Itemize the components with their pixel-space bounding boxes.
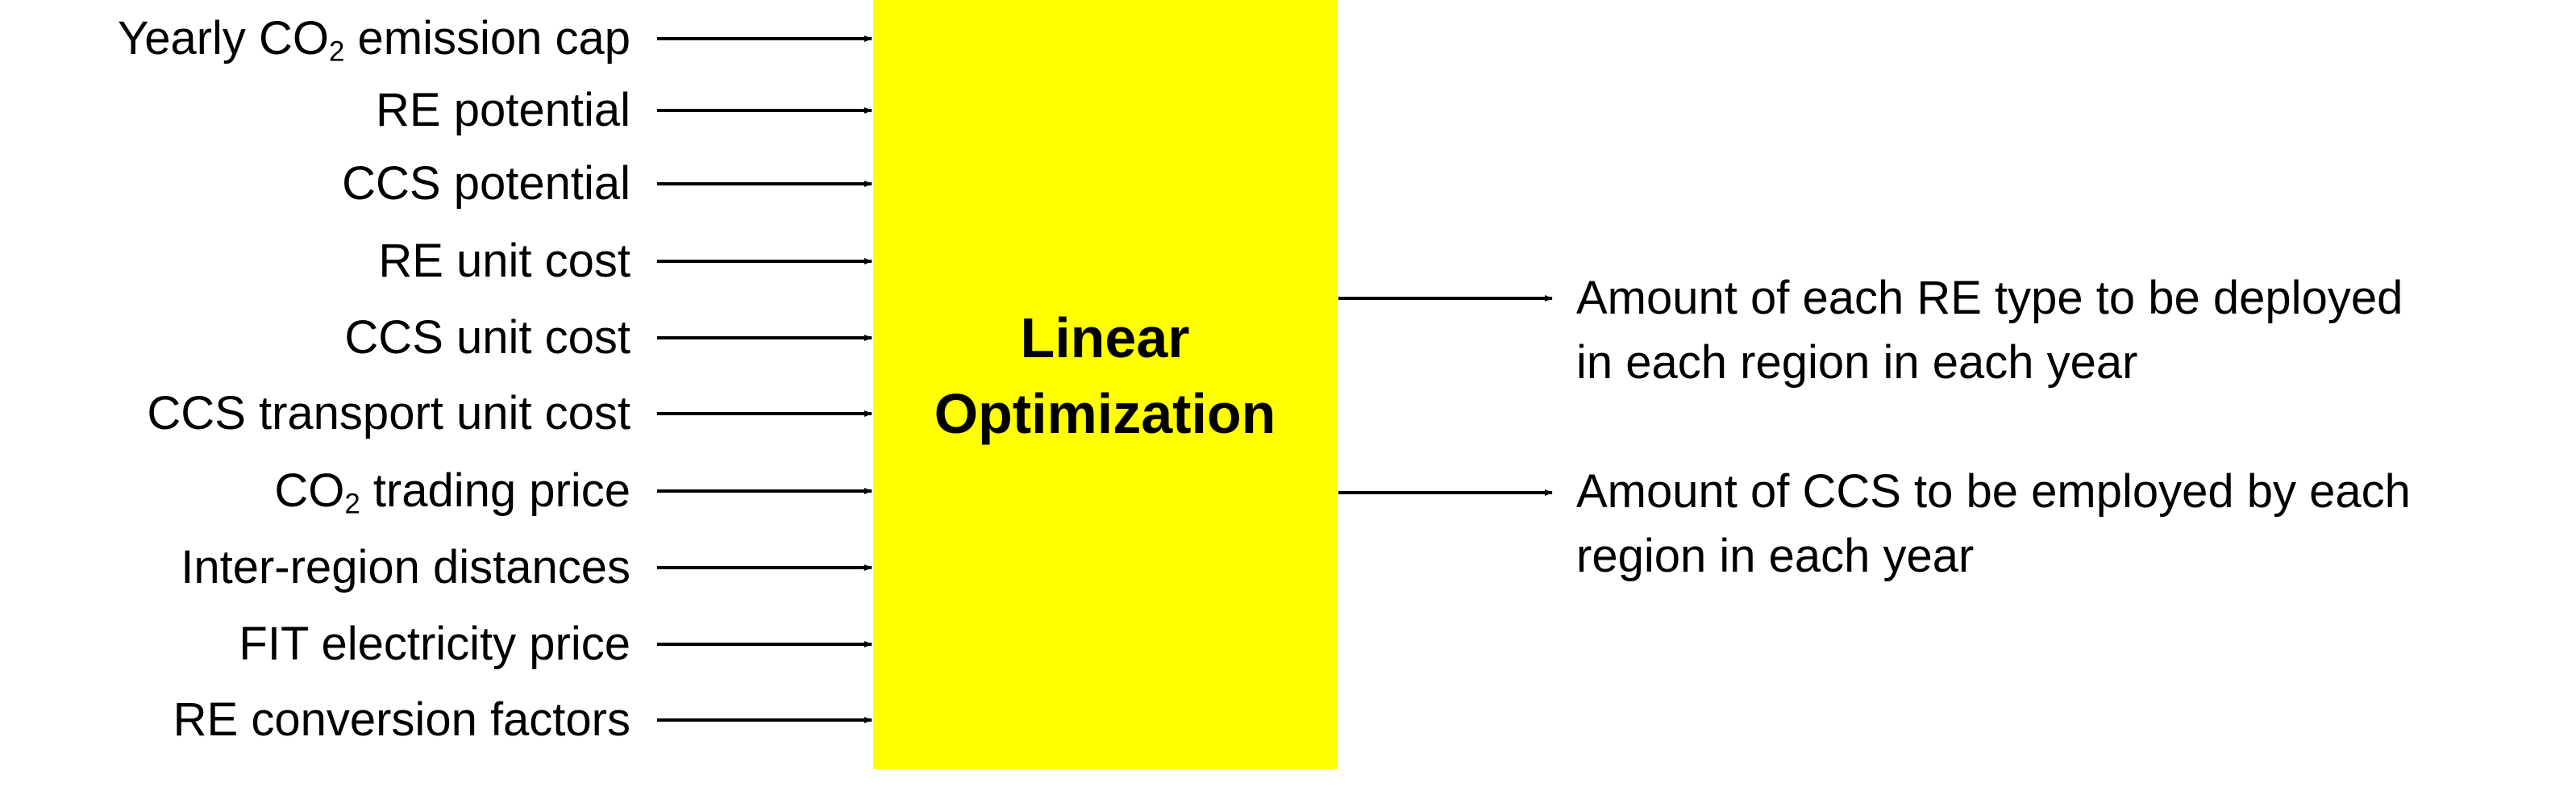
input-label-text: CCS potential xyxy=(342,157,630,210)
input-label-text: CCS unit cost xyxy=(344,311,630,364)
input-label-ccs-potential: CCS potential xyxy=(342,148,630,220)
input-label-ccs-unit-cost: CCS unit cost xyxy=(344,302,630,374)
process-title: Linear Optimization xyxy=(934,300,1276,452)
output-label-line2: in each region in each year xyxy=(1576,336,2138,389)
input-label-inter-region-distances: Inter-region distances xyxy=(181,531,630,604)
input-label-subscript: 2 xyxy=(329,35,345,68)
input-label-text: Inter-region distances xyxy=(181,541,630,593)
input-label-co2-emission-cap: Yearly CO2 emission cap xyxy=(118,2,630,75)
output-label-ccs-employment: Amount of CCS to be employed by each reg… xyxy=(1576,460,2411,589)
input-label-text: emission cap xyxy=(344,12,631,65)
input-label-subscript: 2 xyxy=(344,488,360,520)
input-label-re-conversion-factors: RE conversion factors xyxy=(173,684,630,756)
input-label-re-unit-cost: RE unit cost xyxy=(378,225,630,298)
output-label-re-deployment: Amount of each RE type to be deployed in… xyxy=(1576,266,2403,395)
input-label-text: RE conversion factors xyxy=(173,693,630,746)
linear-optimization-box: Linear Optimization xyxy=(873,0,1337,769)
input-label-text: FIT electricity price xyxy=(239,618,630,670)
input-label-text: CCS transport unit cost xyxy=(147,387,630,439)
input-label-ccs-transport-unit-cost: CCS transport unit cost xyxy=(147,377,630,450)
input-label-fit-electricity-price: FIT electricity price xyxy=(239,608,630,681)
output-label-line1: Amount of CCS to be employed by each xyxy=(1576,465,2411,518)
input-label-re-potential: RE potential xyxy=(376,74,630,147)
input-label-text: RE unit cost xyxy=(378,235,630,287)
input-label-text: RE potential xyxy=(376,84,630,136)
output-label-line1: Amount of each RE type to be deployed xyxy=(1576,272,2403,324)
input-label-co2-trading-price: CO2 trading price xyxy=(274,455,630,527)
input-label-text: trading price xyxy=(360,464,630,517)
input-label-text: CO xyxy=(274,464,345,517)
process-title-line1: Linear xyxy=(1020,306,1190,369)
output-label-line2: region in each year xyxy=(1576,530,1975,582)
process-title-line2: Optimization xyxy=(934,381,1276,445)
input-label-text: Yearly CO xyxy=(117,12,330,65)
